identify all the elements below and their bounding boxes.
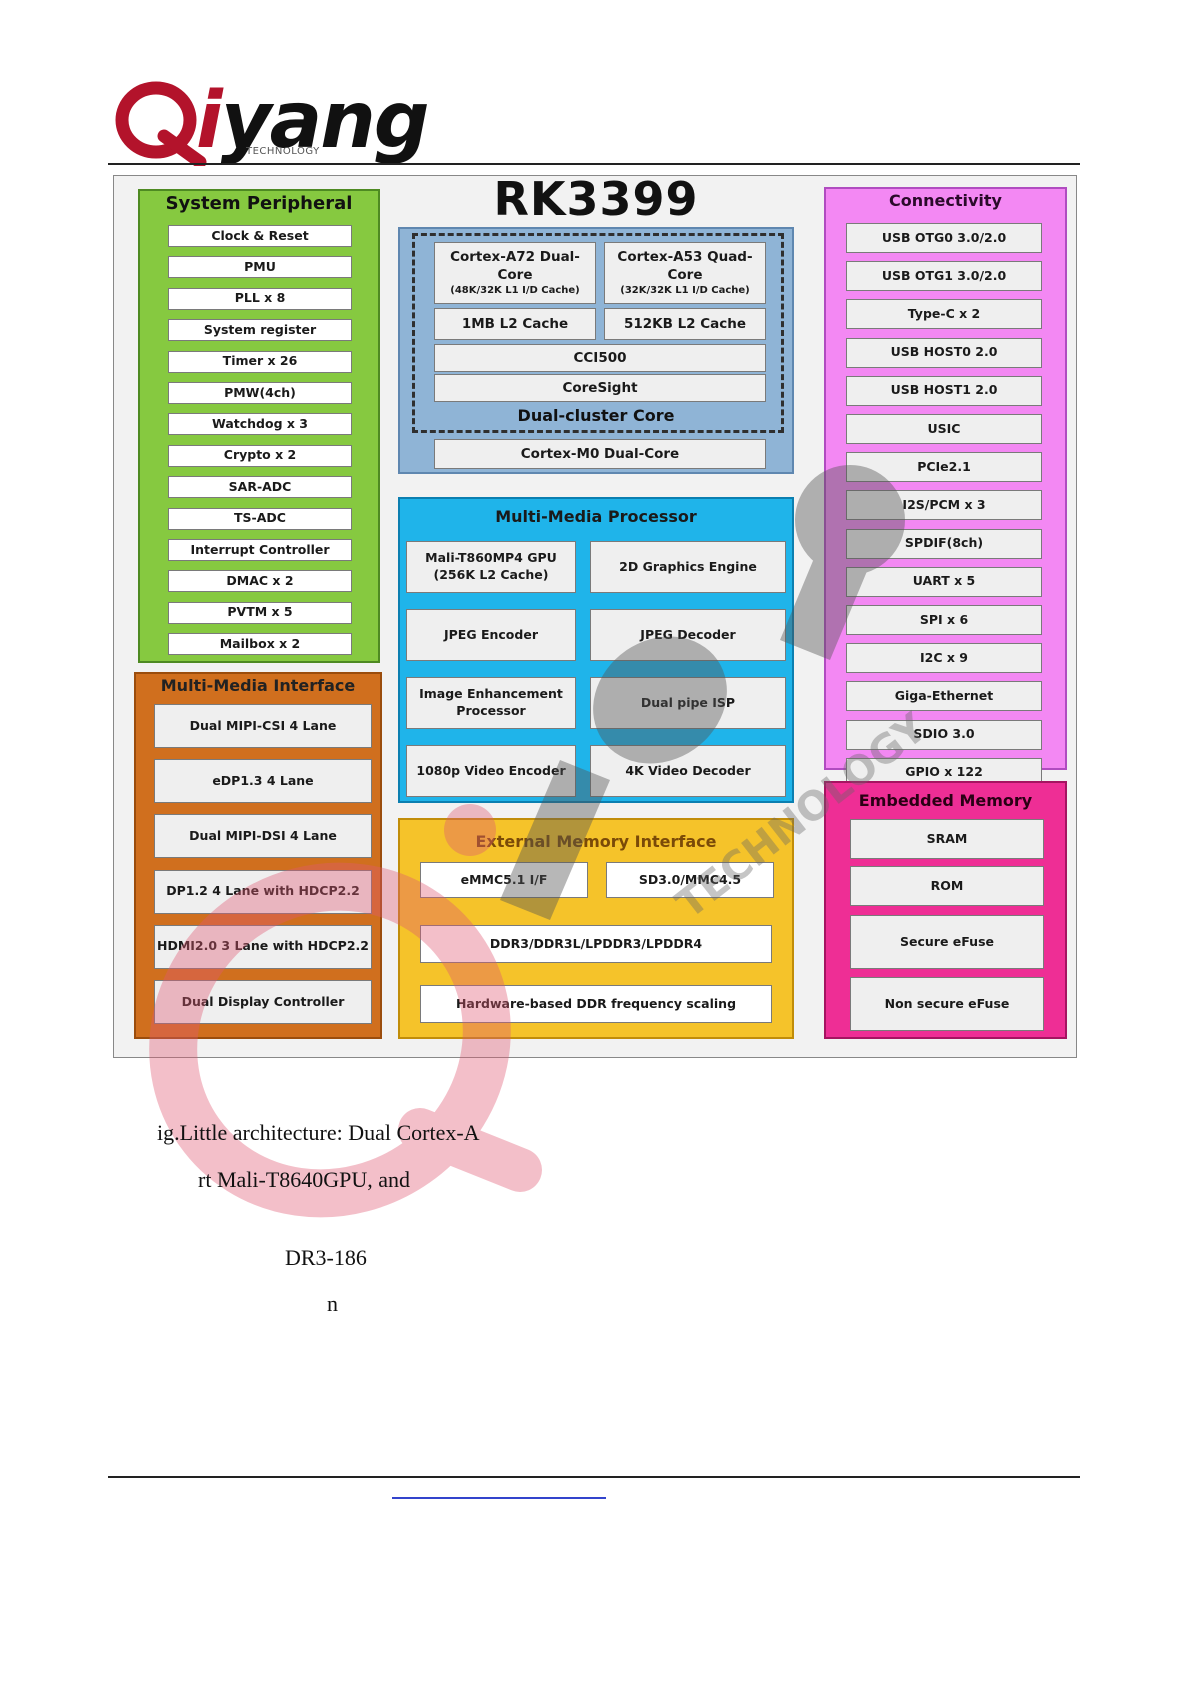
block-sublabel: (256K L2 Cache): [433, 567, 549, 582]
emmc-block: eMMC5.1 I/F: [420, 862, 588, 898]
image-enhancement-block: Image Enhancement Processor: [406, 677, 576, 729]
list-item: SPDIF(8ch): [846, 528, 1042, 559]
embedded-memory-panel: Embedded Memory SRAM ROM Secure eFuse No…: [824, 781, 1067, 1039]
chip-title: RK3399: [493, 172, 699, 226]
list-item: USB HOST0 2.0: [846, 337, 1042, 368]
list-item: Crypto x 2: [168, 444, 352, 467]
panel-title: Embedded Memory: [858, 791, 1033, 810]
body-text-line: ig.Little architecture: Dual Cortex-A: [157, 1120, 480, 1145]
block-label: Image Enhancement: [419, 686, 563, 702]
2d-graphics-block: 2D Graphics Engine: [590, 541, 786, 593]
cortex-a53-block: Cortex-A53 Quad-Core (32K/32K L1 I/D Cac…: [604, 242, 766, 304]
list-item: Giga-Ethernet: [846, 681, 1042, 712]
list-item: UART x 5: [846, 566, 1042, 597]
secure-efuse-block: Secure eFuse: [850, 915, 1044, 969]
list-item: Dual Display Controller: [154, 980, 372, 1024]
list-item: DMAC x 2: [168, 570, 352, 593]
list-item: Dual MIPI-DSI 4 Lane: [154, 814, 372, 859]
list-item: PVTM x 5: [168, 601, 352, 624]
block-label: Cortex-A72 Dual-Core: [450, 249, 580, 284]
non-secure-efuse-block: Non secure eFuse: [850, 977, 1044, 1031]
jpeg-encoder-block: JPEG Encoder: [406, 609, 576, 661]
external-memory-panel: External Memory Interface eMMC5.1 I/F SD…: [398, 818, 794, 1039]
sd-mmc-block: SD3.0/MMC4.5: [606, 862, 774, 898]
isp-block: Dual pipe ISP: [590, 677, 786, 729]
rom-block: ROM: [850, 866, 1044, 906]
list-item: USB OTG1 3.0/2.0: [846, 261, 1042, 292]
cci500-block: CCI500: [434, 344, 766, 372]
body-text-line: n: [327, 1291, 338, 1316]
list-item: DP1.2 4 Lane with HDCP2.2: [154, 869, 372, 914]
list-item: I2C x 9: [846, 643, 1042, 674]
panel-title: Dual-cluster Core: [517, 406, 675, 425]
cortex-m0-block: Cortex-M0 Dual-Core: [434, 439, 766, 469]
list-item: TS-ADC: [168, 507, 352, 530]
l2-cache-little-block: 512KB L2 Cache: [604, 308, 766, 340]
panel-title: System Peripheral: [165, 193, 353, 214]
multimedia-processor-panel: Multi-Media Processor Mali-T860MP4 GPU (…: [398, 497, 794, 803]
l2-cache-big-block: 1MB L2 Cache: [434, 308, 596, 340]
body-text-line: rt Mali-T8640GPU, and: [198, 1167, 411, 1192]
block-sublabel: (32K/32K L1 I/D Cache): [620, 285, 750, 297]
panel-title: External Memory Interface: [475, 832, 717, 851]
video-decoder-block: 4K Video Decoder: [590, 745, 786, 797]
footer-rule: [108, 1476, 1080, 1478]
list-item: SDIO 3.0: [846, 719, 1042, 750]
list-item: SAR-ADC: [168, 476, 352, 499]
list-item: PMW(4ch): [168, 382, 352, 404]
list-item: Timer x 26: [168, 350, 352, 373]
list-item: Type-C x 2: [846, 299, 1042, 330]
logo-wordmark: iyang: [196, 76, 430, 166]
panel-title: Multi-Media Processor: [495, 507, 697, 526]
list-item: I2S/PCM x 3: [846, 490, 1042, 521]
list-item: PCIe2.1: [846, 452, 1042, 483]
ddr-frequency-scaling-block: Hardware-based DDR frequency scaling: [420, 985, 772, 1023]
list-item: Dual MIPI-CSI 4 Lane: [154, 704, 372, 748]
list-item: eDP1.3 4 Lane: [154, 759, 372, 804]
footer-link-underline[interactable]: [392, 1497, 606, 1499]
header-rule: [108, 163, 1080, 165]
list-item: PMU: [168, 256, 352, 279]
logo-q-mark: [115, 81, 207, 166]
dual-cluster-boundary: [412, 233, 784, 433]
logo-tagline: TECHNOLOGY: [246, 146, 320, 157]
sram-block: SRAM: [850, 819, 1044, 859]
panel-title: Multi-Media Interface: [160, 676, 356, 695]
list-item: SPI x 6: [846, 605, 1042, 635]
block-sublabel: Processor: [456, 703, 526, 718]
jpeg-decoder-block: JPEG Decoder: [590, 609, 786, 661]
list-item: USB OTG0 3.0/2.0: [846, 223, 1042, 253]
list-item: Watchdog x 3: [168, 413, 352, 436]
list-item: Clock & Reset: [168, 225, 352, 247]
list-item: PLL x 8: [168, 287, 352, 310]
gpu-block: Mali-T860MP4 GPU (256K L2 Cache): [406, 541, 576, 593]
list-item: Mailbox x 2: [168, 633, 352, 656]
video-encoder-block: 1080p Video Encoder: [406, 745, 576, 797]
list-item: Interrupt Controller: [168, 539, 352, 561]
list-item: USB HOST1 2.0: [846, 375, 1042, 406]
block-label: Cortex-A53 Quad-Core: [617, 249, 753, 284]
ddr-block: DDR3/DDR3L/LPDDR3/LPDDR4: [420, 925, 772, 963]
coresight-block: CoreSight: [434, 374, 766, 402]
body-text-line: DR3-186: [285, 1245, 367, 1270]
list-item: USIC: [846, 414, 1042, 444]
cortex-a72-block: Cortex-A72 Dual-Core (48K/32K L1 I/D Cac…: [434, 242, 596, 304]
list-item: System register: [168, 319, 352, 342]
block-label: Mali-T860MP4 GPU: [425, 550, 557, 566]
list-item: HDMI2.0 3 Lane with HDCP2.2: [154, 924, 372, 969]
block-sublabel: (48K/32K L1 I/D Cache): [450, 285, 580, 297]
panel-title: Connectivity: [889, 191, 1002, 210]
multimedia-interface-panel: Multi-Media Interface Dual MIPI-CSI 4 La…: [134, 672, 382, 1039]
